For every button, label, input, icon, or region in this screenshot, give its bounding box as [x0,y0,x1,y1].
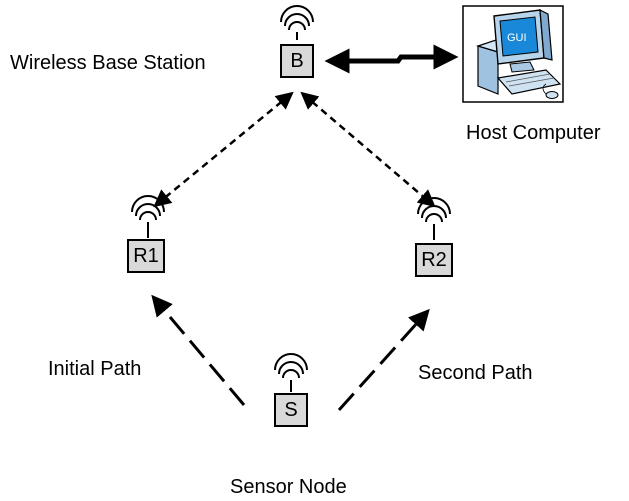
link-base-r1 [153,91,294,208]
antenna-icon-sensor [274,353,308,392]
gui-screen-label: GUI [507,32,527,44]
initial-path-label: Initial Path [48,358,142,380]
initial-path-arrow [151,294,246,406]
sensor-node-label: Sensor Node [230,476,347,498]
antenna-icon-base [280,5,314,40]
relay-node-r1: R1 [127,239,165,273]
computer-icon [476,8,562,99]
relay-node-r2: R2 [415,243,453,277]
link-base-r2 [300,91,436,208]
antenna-icon-r2 [417,197,451,240]
second-path-arrow [337,308,430,412]
base-station-node: B [280,44,314,78]
link-base-host [324,44,459,74]
sensor-node: S [274,393,308,427]
second-path-label: Second Path [418,362,533,384]
host-computer-label: Host Computer [466,122,601,144]
base-station-label: Wireless Base Station [10,52,206,74]
